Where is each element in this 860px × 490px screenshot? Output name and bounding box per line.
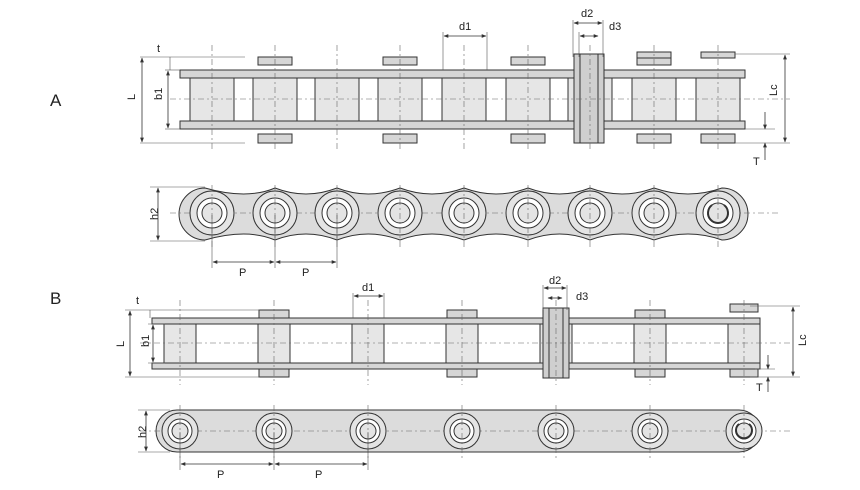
dim-b1-b: b1 [140,335,152,347]
variant-b-side-dimensions: h2 P P [137,409,369,481]
roller [377,77,423,122]
dim-d1-a: d1 [459,21,471,33]
roller [314,77,360,122]
connecting-pin-core [579,53,599,144]
dim-L-a: L [126,94,138,100]
dim-Lc-b: Lc [797,334,809,346]
spring-clip [735,423,753,440]
dim-t-a: t [157,43,160,55]
dim-L-b: L [115,341,127,347]
variant-a-side-dimensions: h2 P P [149,186,338,279]
dim-h2-b: h2 [137,426,149,438]
dim-T-b: T [756,382,763,394]
dim-d3-a: d3 [609,21,621,33]
spring-clip [707,204,729,224]
roller [189,77,235,122]
dim-P1-a: P [239,267,246,279]
dim-d2-a: d2 [581,8,593,20]
dim-Lc-a: Lc [768,84,780,96]
roller [631,77,677,122]
variant-b-top-view [140,300,790,385]
roller [695,77,741,122]
dim-d2-b: d2 [549,275,561,287]
variant-a-top-dimensions: L b1 t d1 d2 d3 Lc T [126,8,790,168]
variant-b-top-dimensions: L b1 t d1 d2 d3 Lc T [115,275,809,394]
dim-d3-b: d3 [576,291,588,303]
dim-t-b: t [136,295,139,307]
dim-d1-b: d1 [362,282,374,294]
dim-P2-a: P [302,267,309,279]
dim-h2-a: h2 [149,208,161,220]
roller [441,77,487,122]
variant-a-top-view [170,45,790,150]
dim-P1-b: P [217,469,224,481]
roller [505,77,551,122]
dim-P2-b: P [315,469,322,481]
dim-T-a: T [753,156,760,168]
dim-b1-a: b1 [153,88,165,100]
variant-b-side-view [140,405,790,458]
roller [252,77,298,122]
variant-b-label: B [50,289,61,308]
variant-a-label: A [50,91,62,110]
variant-a-side-view [170,185,780,248]
